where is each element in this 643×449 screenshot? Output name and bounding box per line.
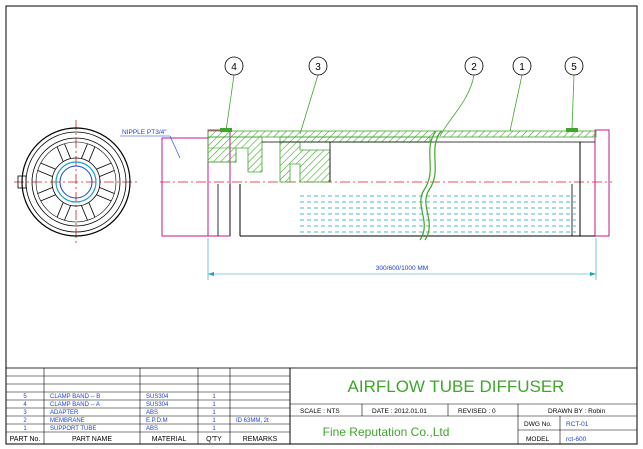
row-3-name: ADAPTER (50, 410, 79, 416)
end-view-rib (88, 146, 96, 162)
nipple-label: NIPPLE PT3/4" (122, 129, 167, 136)
row-2-remarks: ID 63MM, 2t (236, 418, 269, 424)
end-view-rib (81, 205, 88, 221)
header-remarks: REMARKS (243, 436, 278, 443)
row-4-material: SUS304 (146, 402, 169, 408)
header-qty: Q'TY (206, 436, 222, 443)
row-5-name: CLAMP BAND -- B (50, 394, 100, 400)
svg-text:4: 4 (231, 62, 237, 73)
end-view-rib (40, 162, 56, 170)
row-2-qty: 1 (212, 418, 216, 424)
end-view-rib (99, 187, 115, 194)
end-view-rib (37, 187, 53, 194)
end-view-rib (64, 205, 71, 221)
support-tube-wall (207, 130, 597, 138)
end-view-rib (56, 146, 64, 162)
row-2-name: MEMBRANE (50, 418, 85, 424)
title-block: AIRFLOW TUBE DIFFUSER SCALE : NTS DATE :… (289, 367, 638, 445)
header-material: MATERIAL (152, 436, 187, 443)
length-dimension: 300/600/1000 MM (376, 265, 428, 272)
dwg-no-value: RCT-01 (566, 421, 589, 428)
adapter-section (207, 136, 263, 173)
balloon-1: 1 (512, 56, 532, 76)
row-2-material: E.P.D.M (146, 418, 168, 424)
end-view (14, 120, 140, 246)
row-1-name: SUPPORT TUBE (50, 426, 96, 432)
date-label: DATE : 2012.01.01 (372, 408, 427, 415)
end-view-rib (64, 143, 71, 159)
row-4-qty: 1 (212, 402, 216, 408)
drawing-title: AIRFLOW TUBE DIFFUSER (348, 377, 565, 396)
svg-text:1: 1 (519, 62, 525, 73)
row-3-qty: 1 (212, 410, 216, 416)
svg-text:5: 5 (571, 62, 577, 73)
row-5-material: SUS304 (146, 394, 169, 400)
row-1-no: 1 (23, 426, 27, 432)
row-4-name: CLAMP BAND -- A (50, 402, 100, 408)
model-label: MODEL (526, 436, 550, 443)
end-view-rib (40, 194, 56, 202)
end-view-rib (96, 194, 112, 202)
row-5-qty: 1 (212, 394, 216, 400)
row-3-no: 3 (23, 410, 27, 416)
nipple-outline (161, 137, 209, 237)
section-view: NIPPLE PT3/4" 300/600/1000 MM (120, 74, 612, 280)
row-3-material: ABS (146, 410, 158, 416)
row-1-material: ABS (146, 426, 158, 432)
model-value: rct-600 (566, 436, 587, 443)
parts-table: 5 CLAMP BAND -- B SUS304 1 4 CLAMP BAND … (5, 367, 291, 445)
balloon-2: 2 (464, 56, 484, 76)
row-4-no: 4 (23, 402, 27, 408)
svg-text:3: 3 (315, 62, 321, 73)
row-1-qty: 1 (212, 426, 216, 432)
end-view-rib (88, 202, 96, 218)
balloon-5: 5 (564, 56, 584, 76)
end-view-rib (37, 170, 53, 177)
svg-text:2: 2 (471, 62, 477, 73)
balloon-4: 4 (224, 56, 244, 76)
drawn-by-label: DRAWN BY : Robin (548, 408, 605, 415)
company-name: Fine Reputation Co.,Ltd (323, 425, 450, 439)
end-view-rib (56, 202, 64, 218)
balloon-3: 3 (308, 56, 328, 76)
dwg-no-label: DWG No. (524, 421, 552, 428)
end-view-rib (81, 143, 88, 159)
revised-label: REVISED : 0 (458, 408, 496, 415)
scale-label: SCALE : NTS (300, 408, 340, 415)
row-2-no: 2 (23, 418, 27, 424)
end-view-rib (96, 162, 112, 170)
header-part-name: PART NAME (72, 436, 112, 443)
end-view-rib (99, 170, 115, 177)
row-5-no: 5 (23, 394, 27, 400)
header-part-no: PART No. (10, 436, 41, 443)
